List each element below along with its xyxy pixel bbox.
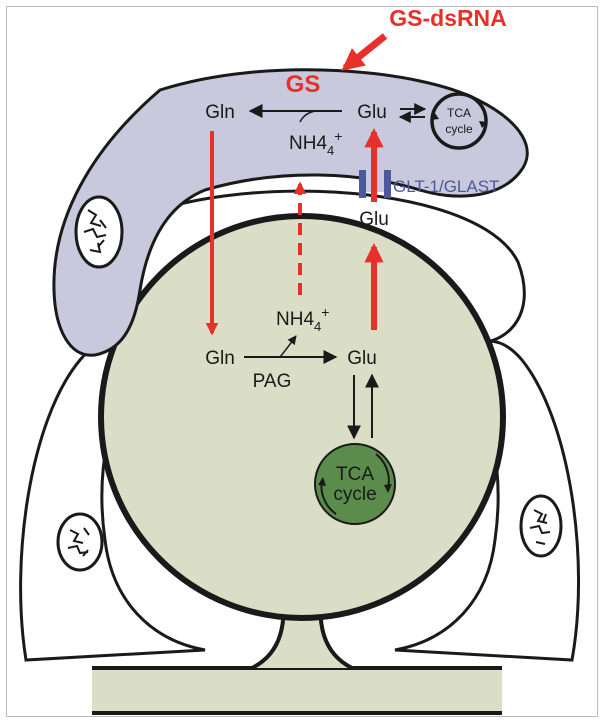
glu-astro-label: Glu [357, 102, 387, 123]
glu-cleft-label: Glu [359, 209, 389, 230]
tca-neuron-label-1: TCA [336, 464, 374, 485]
nh4-join-curve [299, 110, 326, 123]
nh4-astro-text: NH4 [289, 133, 327, 154]
tca-astro-label-2: cycle [445, 122, 473, 136]
gln-astro-label: Gln [205, 102, 235, 123]
transporter-bar-right [384, 170, 391, 198]
nh4-neuron-sup: + [321, 304, 329, 320]
gln-neuron-label: Gln [205, 348, 235, 369]
right-mito-cristae [529, 509, 551, 545]
left-mito-cristae [67, 527, 90, 557]
nh4-astro-sup: + [334, 128, 342, 144]
tca-neuron-arrowhead-right [384, 484, 392, 493]
tca-neuron-arrowhead-left [318, 477, 326, 486]
nh4-astro-label: NH44+ [289, 128, 342, 158]
gs-dsrna-label: GS-dsRNA [389, 5, 507, 31]
transporter-label: GLT-1/GLAST [393, 177, 499, 196]
nh4-neuron-label: NH44+ [276, 304, 329, 334]
nh4-neuron-sub: 4 [314, 319, 321, 334]
nh4-neuron-text: NH4 [276, 309, 314, 330]
gs-label: GS [286, 71, 321, 98]
nh4-release-curve [279, 335, 297, 358]
tca-astro-arrowhead-right [479, 121, 487, 128]
nh4-astro-sub: 4 [327, 143, 334, 158]
astro-mito-cristae [83, 209, 107, 254]
tca-astro-label-1: TCA [447, 106, 471, 120]
neuron-stalk-fill [252, 600, 352, 668]
neuron-body [98, 213, 506, 621]
transporter-bar-left [359, 170, 366, 198]
tca-cycle-astro-circle [430, 92, 488, 150]
right-mitochondrion [519, 494, 563, 558]
gs-dsrna-arrow [341, 33, 388, 71]
tca-astro-arrowhead-left [431, 113, 439, 120]
astro-mitochondrion [74, 195, 124, 269]
tca-neuron-label-2: cycle [333, 484, 376, 505]
tca-cycle-neuron-circle [314, 443, 396, 525]
pag-label: PAG [253, 371, 292, 392]
axon-band [92, 668, 502, 713]
glu-neuron-label: Glu [347, 348, 377, 369]
